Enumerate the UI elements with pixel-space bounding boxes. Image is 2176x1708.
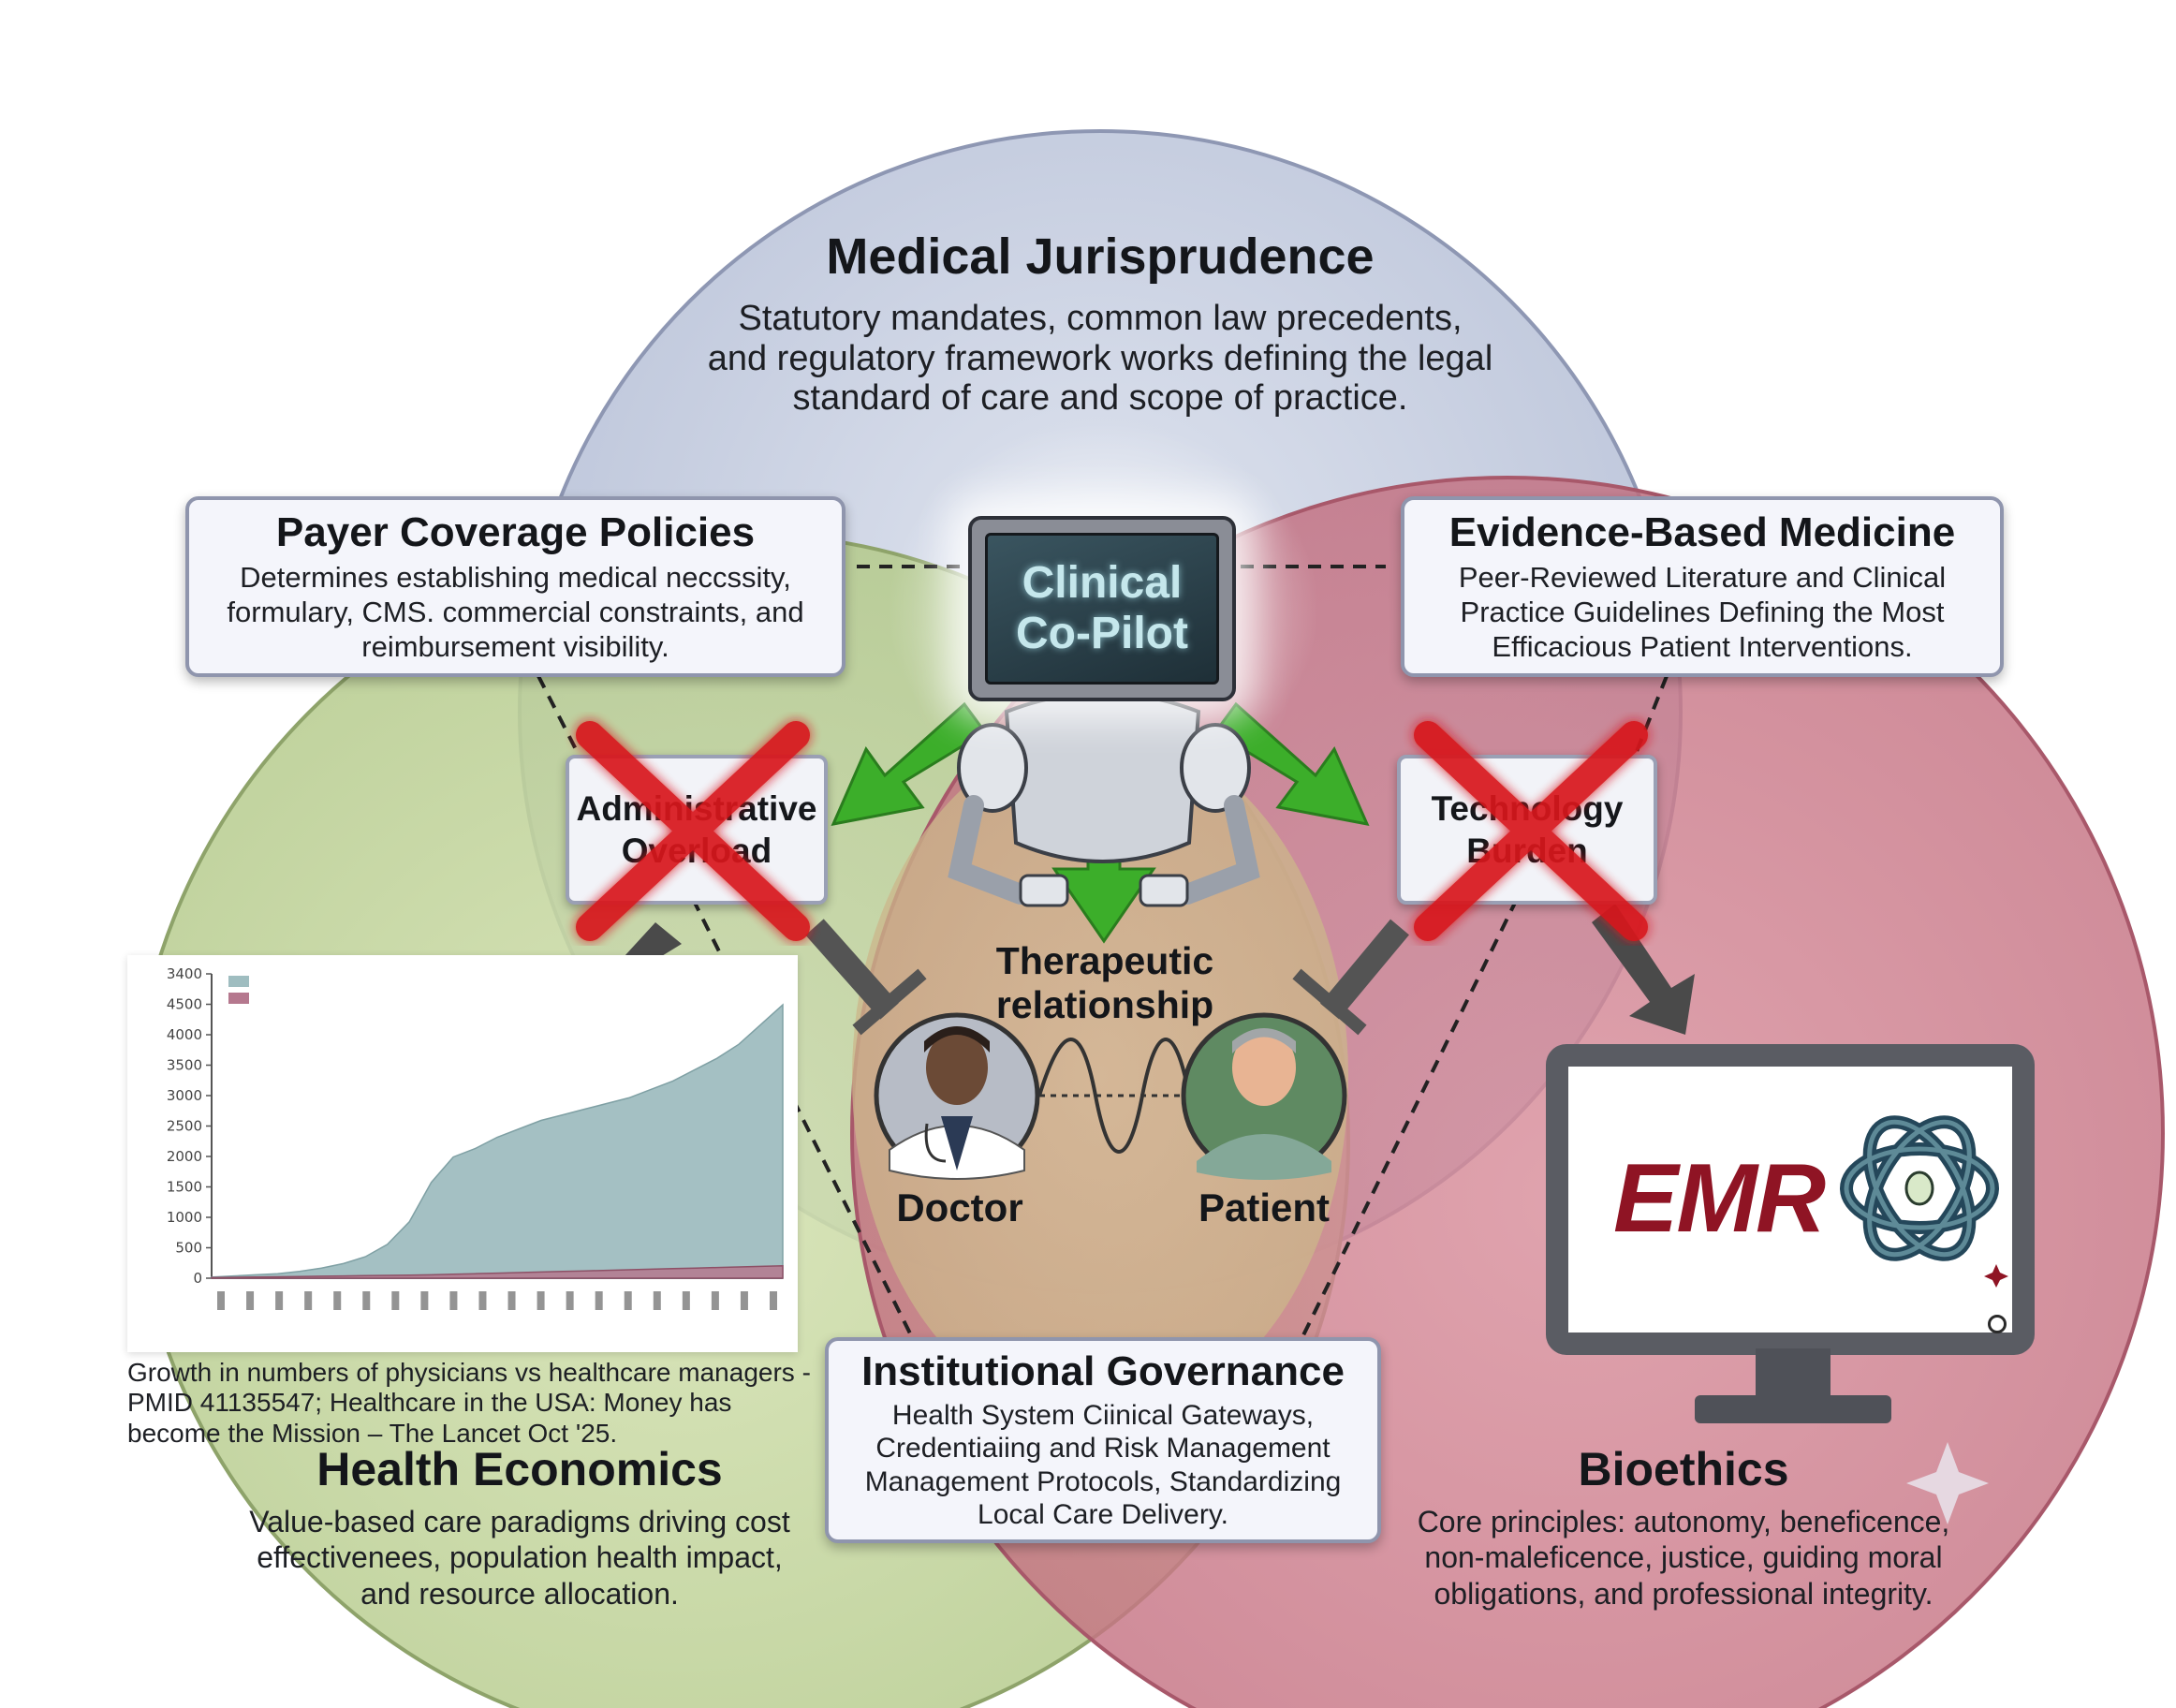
chart-caption: Growth in numbers of physicians vs healt… bbox=[127, 1358, 811, 1448]
therapeutic-relationship-label: Therapeutic relationship bbox=[946, 939, 1264, 1027]
relationship-wave bbox=[1037, 1038, 1191, 1154]
y-tick-label: 3400 bbox=[167, 965, 202, 982]
x-tick-mark bbox=[653, 1291, 661, 1310]
cross-icon bbox=[1414, 721, 1648, 941]
legend-swatch bbox=[228, 993, 249, 1004]
evidence-based-medicine-card: Evidence-Based Medicine Peer-Reviewed Li… bbox=[1401, 496, 2004, 677]
institutional-governance-card: Institutional Governance Health System C… bbox=[825, 1337, 1381, 1543]
x-tick-mark bbox=[333, 1291, 342, 1310]
jurisprudence-title: Medical Jurisprudence bbox=[826, 228, 1375, 285]
x-tick-mark bbox=[478, 1291, 487, 1310]
patient-label: Patient bbox=[1198, 1185, 1331, 1229]
therapeutic-label-line1: Therapeutic bbox=[995, 939, 1214, 982]
robot-icon bbox=[948, 691, 1260, 907]
clinical-copilot-monitor: Clinical Co-Pilot bbox=[968, 516, 1236, 701]
ebm-title: Evidence-Based Medicine bbox=[1448, 509, 1956, 555]
emr-screen: EMR bbox=[1568, 1067, 2012, 1333]
y-tick-label: 4000 bbox=[167, 1026, 202, 1043]
y-tick-label: 2000 bbox=[167, 1148, 202, 1165]
y-tick-label: 3500 bbox=[167, 1057, 202, 1074]
y-tick-label: 500 bbox=[175, 1240, 202, 1257]
power-indicator bbox=[1988, 1315, 2007, 1333]
growth-chart-svg: 0 500 1000 1500 2000 2500 3000 3500 4000 4500 3400 bbox=[167, 965, 784, 1310]
emr-label: EMR bbox=[1613, 1144, 1826, 1253]
y-tick-label: 1000 bbox=[167, 1209, 202, 1226]
y-tick-label: 1500 bbox=[167, 1179, 202, 1196]
patient-avatar-icon bbox=[1181, 1012, 1347, 1180]
x-tick-mark bbox=[391, 1291, 400, 1310]
doctor-avatar-icon bbox=[874, 1012, 1040, 1180]
x-tick-mark bbox=[275, 1291, 284, 1310]
series-area bbox=[211, 1265, 784, 1279]
ai-knot-icon bbox=[1840, 1115, 2008, 1288]
x-tick-mark bbox=[449, 1291, 458, 1310]
x-tick-mark bbox=[566, 1291, 574, 1310]
copilot-label-line1: Clinical bbox=[1022, 558, 1183, 609]
x-tick-mark bbox=[682, 1291, 690, 1310]
payer-coverage-card: Payer Coverage Policies Determines estab… bbox=[185, 496, 845, 677]
x-tick-mark bbox=[507, 1291, 516, 1310]
x-tick-mark bbox=[770, 1291, 777, 1310]
series-area bbox=[211, 1003, 784, 1279]
jurisprudence-section: Medical Jurisprudence Statutory mandates… bbox=[655, 228, 1545, 419]
copilot-screen: Clinical Co-Pilot bbox=[985, 533, 1219, 685]
ebm-description: Peer-Reviewed Literature and Clinical Pr… bbox=[1458, 561, 1947, 664]
x-tick-mark bbox=[537, 1291, 545, 1310]
copilot-label-line2: Co-Pilot bbox=[1016, 609, 1188, 658]
x-tick-mark bbox=[595, 1291, 603, 1310]
payer-coverage-description: Determines establishing medical neccssit… bbox=[227, 561, 804, 664]
x-tick-mark bbox=[217, 1291, 225, 1310]
payer-coverage-title: Payer Coverage Policies bbox=[275, 509, 756, 555]
center-intersection bbox=[852, 730, 1348, 1423]
y-tick-label: 3000 bbox=[167, 1087, 202, 1104]
x-tick-mark bbox=[420, 1291, 429, 1310]
doctor-label: Doctor bbox=[896, 1185, 1023, 1229]
x-tick-mark bbox=[362, 1291, 371, 1310]
y-tick-label: 2500 bbox=[167, 1118, 202, 1135]
x-tick-mark bbox=[246, 1291, 255, 1310]
jurisprudence-description: Statutory mandates, common law precedent… bbox=[707, 299, 1493, 419]
bioethics-section: Bioethics Core principles: autonomy, ben… bbox=[1393, 1442, 1974, 1612]
sparkle-icon bbox=[1906, 1442, 1989, 1524]
bioethics-description: Core principles: autonomy, beneficence, … bbox=[1417, 1505, 1950, 1611]
emr-monitor: EMR bbox=[1546, 1044, 2035, 1355]
technology-burden-box: Technology Burden bbox=[1397, 755, 1657, 905]
y-tick-label: 0 bbox=[193, 1270, 202, 1287]
growth-chart: 0 500 1000 1500 2000 2500 3000 3500 4000 4500 3400 bbox=[127, 955, 798, 1352]
cross-icon bbox=[576, 721, 810, 941]
legend-swatch bbox=[228, 976, 249, 987]
blocked-connectors bbox=[805, 919, 1409, 1036]
health-economics-description: Value-based care paradigms driving cost … bbox=[249, 1505, 790, 1611]
x-tick-mark bbox=[711, 1291, 719, 1310]
x-tick-mark bbox=[624, 1291, 632, 1310]
governance-description: Health System Ciinical Gateways, Credent… bbox=[864, 1400, 1342, 1531]
health-economics-section: Health Economics Value-based care paradi… bbox=[234, 1442, 805, 1612]
x-tick-mark bbox=[304, 1291, 313, 1310]
x-tick-mark bbox=[740, 1291, 748, 1310]
governance-title: Institutional Governance bbox=[861, 1348, 1345, 1394]
emr-monitor-stand bbox=[1695, 1348, 1891, 1423]
y-tick-label: 4500 bbox=[167, 996, 202, 1013]
health-economics-title: Health Economics bbox=[316, 1443, 723, 1495]
bioethics-title: Bioethics bbox=[1578, 1443, 1789, 1495]
therapeutic-label-line2: relationship bbox=[995, 983, 1214, 1027]
